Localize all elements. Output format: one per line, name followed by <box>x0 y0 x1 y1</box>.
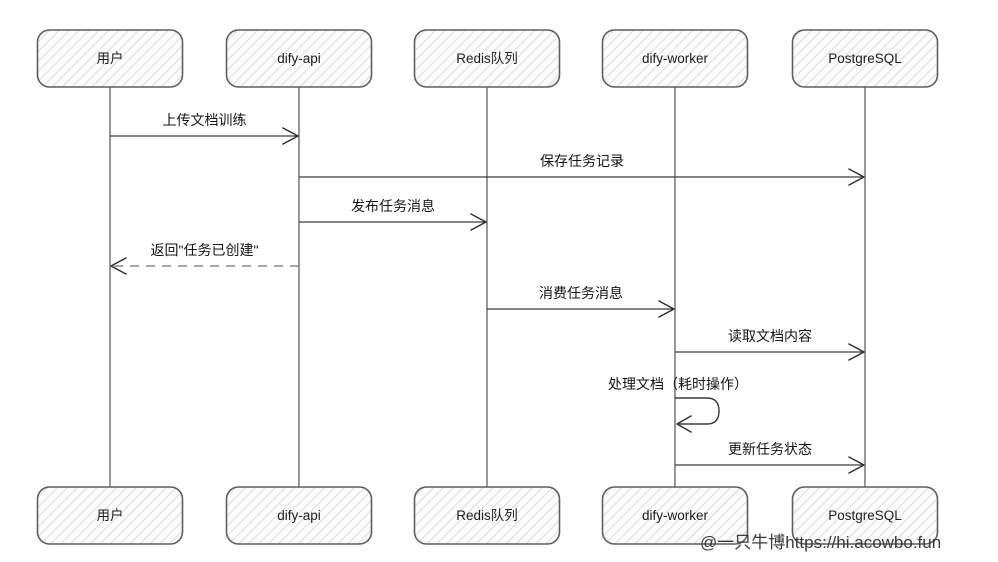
actor-label-dify-worker: dify-worker <box>642 51 709 66</box>
actor-label-postgresql: PostgreSQL <box>828 51 902 66</box>
message-0[interactable]: 上传文档训练 <box>110 112 299 145</box>
actor-box-dify-api-top[interactable]: dify-api <box>225 29 373 88</box>
actor-box-user-top[interactable]: 用户 <box>36 29 184 88</box>
actor-box-dify-worker-bottom[interactable]: dify-worker <box>601 486 749 545</box>
actor-box-dify-api-bottom[interactable]: dify-api <box>225 486 373 545</box>
arrow-head <box>470 213 487 231</box>
arrow-head <box>110 257 127 275</box>
actor-label-dify-api: dify-api <box>277 51 321 66</box>
actors-bottom-group: 用户 dify-api Redis队列 dify-worker PostgreSQL <box>36 486 939 545</box>
message-6[interactable]: 处理文档（耗时操作） <box>608 376 748 433</box>
actor-box-shape <box>413 29 561 88</box>
message-label: 返回"任务已创建" <box>151 242 259 258</box>
message-label: 更新任务状态 <box>728 441 812 457</box>
arrow-head <box>282 127 299 145</box>
arrow-head <box>658 300 675 318</box>
self-loop-line <box>675 397 720 425</box>
message-label: 发布任务消息 <box>351 198 435 214</box>
message-label: 读取文档内容 <box>728 328 812 344</box>
actor-box-shape <box>601 486 749 545</box>
message-7[interactable]: 更新任务状态 <box>675 441 865 474</box>
actor-box-shape <box>225 29 373 88</box>
actor-box-user-bottom[interactable]: 用户 <box>36 486 184 545</box>
actor-label-redis: Redis队列 <box>456 51 518 66</box>
actor-box-dify-worker-top[interactable]: dify-worker <box>601 29 749 88</box>
message-label: 消费任务消息 <box>539 285 623 301</box>
message-2[interactable]: 发布任务消息 <box>299 198 487 231</box>
actor-box-redis-top[interactable]: Redis队列 <box>413 29 561 88</box>
actor-label-redis: Redis队列 <box>456 508 518 523</box>
actors-top-group: 用户 dify-api Redis队列 dify-worker PostgreSQL <box>36 29 939 88</box>
actor-label-dify-worker: dify-worker <box>642 508 709 523</box>
actor-box-shape <box>225 486 373 545</box>
arrow-head <box>848 343 865 361</box>
message-label: 保存任务记录 <box>540 153 624 169</box>
actor-box-postgresql-bottom[interactable]: PostgreSQL <box>791 486 939 545</box>
actor-box-redis-bottom[interactable]: Redis队列 <box>413 486 561 545</box>
lifelines-group <box>109 87 866 487</box>
actor-box-shape <box>36 486 184 545</box>
actor-label-postgresql: PostgreSQL <box>828 508 902 523</box>
arrow-head <box>676 415 692 433</box>
actor-label-user: 用户 <box>97 50 124 66</box>
message-1[interactable]: 保存任务记录 <box>299 153 865 186</box>
message-5[interactable]: 读取文档内容 <box>675 328 865 361</box>
arrow-head <box>848 456 865 474</box>
actor-box-postgresql-top[interactable]: PostgreSQL <box>791 29 939 88</box>
actor-label-dify-api: dify-api <box>277 508 321 523</box>
message-label: 处理文档（耗时操作） <box>608 376 748 392</box>
message-label: 上传文档训练 <box>163 112 247 128</box>
message-3[interactable]: 返回"任务已创建" <box>110 242 299 275</box>
actor-box-shape <box>791 29 939 88</box>
actor-box-shape <box>601 29 749 88</box>
watermark-label: @一只牛博https://hi.acowbo.fun <box>700 533 941 552</box>
actor-label-user: 用户 <box>97 507 124 523</box>
actor-box-shape <box>791 486 939 545</box>
message-4[interactable]: 消费任务消息 <box>487 285 675 318</box>
arrow-head <box>848 168 865 186</box>
actor-box-shape <box>413 486 561 545</box>
actor-box-shape <box>36 29 184 88</box>
